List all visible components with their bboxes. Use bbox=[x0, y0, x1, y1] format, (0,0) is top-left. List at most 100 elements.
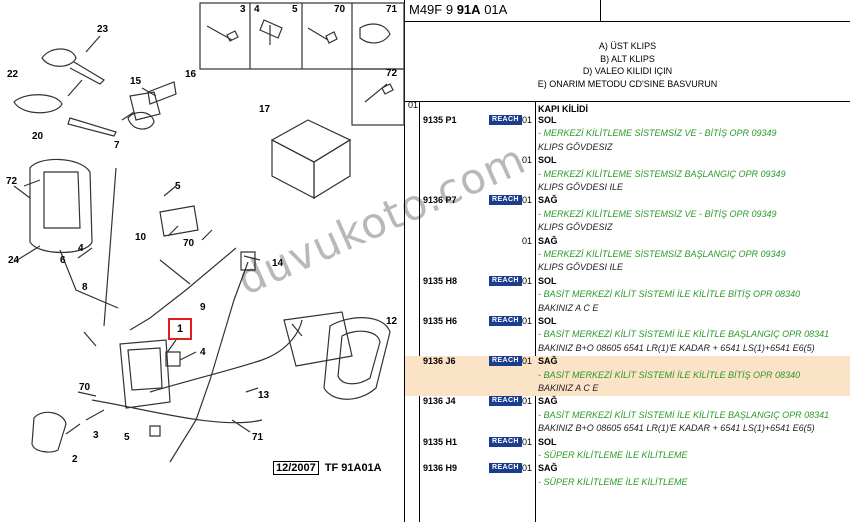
part-description: - MERKEZİ KİLİTLEME SİSTEMSİZ VE - BİTİŞ… bbox=[538, 128, 777, 139]
inset-number: 71 bbox=[386, 4, 398, 15]
part-side: SAĞ bbox=[538, 463, 558, 474]
callout-label: 70 bbox=[183, 238, 195, 249]
reach-badge: REACH bbox=[489, 356, 522, 367]
part-number[interactable]: 9135 H1 bbox=[423, 436, 458, 447]
callout-label: 16 bbox=[185, 69, 197, 80]
part-number[interactable]: 9136 P7 bbox=[423, 195, 457, 206]
part-quantity: 01 bbox=[522, 356, 533, 367]
reach-badge: REACH bbox=[489, 316, 522, 326]
diagram-code: TF 91A01A bbox=[324, 462, 382, 474]
group-number: 01 bbox=[408, 100, 419, 110]
callout-label: 71 bbox=[252, 432, 264, 443]
part-number[interactable]: 9135 P1 bbox=[423, 115, 457, 125]
callout-label: 12 bbox=[386, 316, 398, 327]
note-line: D) VALEO KILIDI IÇIN bbox=[582, 66, 673, 76]
note-line: A) ÜST KLIPS bbox=[598, 41, 657, 51]
callout-label: 13 bbox=[258, 390, 270, 401]
callout-label: 10 bbox=[135, 232, 147, 243]
part-entry[interactable]: 01 SOL - MERKEZİ KİLİTLEME SİSTEMSİZ BAŞLA… bbox=[405, 155, 850, 195]
inset-number: 70 bbox=[334, 4, 346, 15]
part-quantity: 01 bbox=[522, 463, 533, 474]
ref-bold: 91A bbox=[456, 2, 481, 17]
part-number[interactable]: 9136 J6 bbox=[423, 356, 456, 367]
part-description: BAKINIZ A C E bbox=[538, 302, 599, 313]
part-description: - SÜPER KİLİTLEME İLE KİLİTLEME bbox=[538, 476, 688, 487]
part-side: SOL bbox=[538, 436, 557, 447]
callout-label: 5 bbox=[175, 181, 181, 192]
group-title: KAPI KİLİDİ bbox=[538, 104, 589, 114]
callout-label: 22 bbox=[7, 69, 19, 80]
part-side: SAĞ bbox=[538, 396, 558, 407]
callout-label: 17 bbox=[259, 104, 271, 115]
part-number[interactable]: 9136 J4 bbox=[423, 396, 456, 407]
inset-number: 3 bbox=[240, 4, 246, 15]
callout-label: 20 bbox=[32, 131, 44, 142]
inset-number: 4 bbox=[254, 4, 260, 15]
notes-rule bbox=[405, 101, 850, 102]
part-number[interactable]: 9136 H9 bbox=[423, 463, 458, 474]
callout-label: 3 bbox=[93, 430, 99, 441]
part-quantity: 01 bbox=[522, 275, 533, 286]
part-description: KLIPS GÖVDESIZ bbox=[538, 222, 613, 233]
part-description: KLIPS GÖVDESI ILE bbox=[538, 181, 624, 192]
part-description: KLIPS GÖVDESI ILE bbox=[538, 262, 624, 273]
reach-badge: REACH bbox=[489, 115, 522, 125]
part-side: SOL bbox=[538, 316, 557, 326]
note-line: B) ALT KLIPS bbox=[600, 53, 655, 64]
part-quantity: 01 bbox=[522, 396, 533, 407]
callout-label: 72 bbox=[6, 176, 18, 187]
diagram-date: 12/2007 bbox=[273, 461, 319, 475]
part-side: SOL bbox=[538, 155, 557, 166]
part-quantity: 01 bbox=[522, 235, 533, 246]
part-description: BAKINIZ B+O 08605 6541 LR(1)'E KADAR + 6… bbox=[538, 342, 815, 353]
callout-label: 4 bbox=[200, 347, 206, 358]
callout-label: 24 bbox=[8, 255, 20, 266]
highlighted-callout-1[interactable]: 1 bbox=[168, 318, 192, 340]
diagram-drawing bbox=[13, 2, 405, 463]
callout-label: 5 bbox=[124, 432, 130, 443]
callout-label: 15 bbox=[130, 76, 142, 87]
part-number[interactable]: 9135 H6 bbox=[423, 316, 458, 326]
callout-label: 2 bbox=[72, 454, 78, 465]
part-side: SAĞ bbox=[538, 235, 558, 246]
notes-block: A) ÜST KLIPS B) ALT KLIPS D) VALEO KILID… bbox=[405, 40, 850, 90]
callout-label: 8 bbox=[82, 282, 88, 293]
part-quantity: 01 bbox=[522, 115, 533, 125]
reach-badge: REACH bbox=[489, 436, 522, 447]
reach-badge: REACH bbox=[489, 463, 522, 474]
callout-label: 6 bbox=[60, 255, 66, 266]
inset-number: 5 bbox=[292, 4, 298, 15]
part-description: - MERKEZİ KİLİTLEME SİSTEMSİZ VE - BİTİŞ… bbox=[538, 208, 777, 219]
callout-label: 70 bbox=[79, 382, 91, 393]
inset-number: 72 bbox=[386, 68, 398, 79]
part-quantity: 01 bbox=[522, 195, 533, 206]
parts-diagram: 23 22 20 15 16 72 7 5 10 70 24 6 4 8 9 1… bbox=[0, 0, 533, 522]
part-quantity: 01 bbox=[522, 436, 533, 447]
column-divider bbox=[535, 102, 536, 522]
header-rule bbox=[405, 21, 850, 22]
part-side: SAĞ bbox=[538, 356, 558, 367]
part-quantity: 01 bbox=[522, 155, 533, 166]
part-description: KLIPS GÖVDESIZ bbox=[538, 141, 613, 152]
ref-prefix: M49F 9 bbox=[409, 2, 454, 17]
reach-badge: REACH bbox=[489, 275, 522, 286]
part-number[interactable]: 9135 H8 bbox=[423, 275, 458, 286]
callout-label: 9 bbox=[200, 302, 206, 313]
inset-box-72 bbox=[351, 68, 405, 126]
part-description: - MERKEZİ KİLİTLEME SİSTEMSİZ BAŞLANGIÇ … bbox=[538, 168, 786, 179]
part-side: SOL bbox=[538, 115, 557, 125]
part-description: - BASİT MERKEZİ KİLİT SİSTEMİ İLE KİLİTL… bbox=[538, 289, 801, 300]
part-description: BAKINIZ B+O 08605 6541 LR(1)'E KADAR + 6… bbox=[538, 423, 815, 434]
reach-badge: REACH bbox=[489, 396, 522, 407]
part-description: BAKINIZ A C E bbox=[538, 382, 599, 393]
callout-label: 4 bbox=[78, 243, 84, 254]
